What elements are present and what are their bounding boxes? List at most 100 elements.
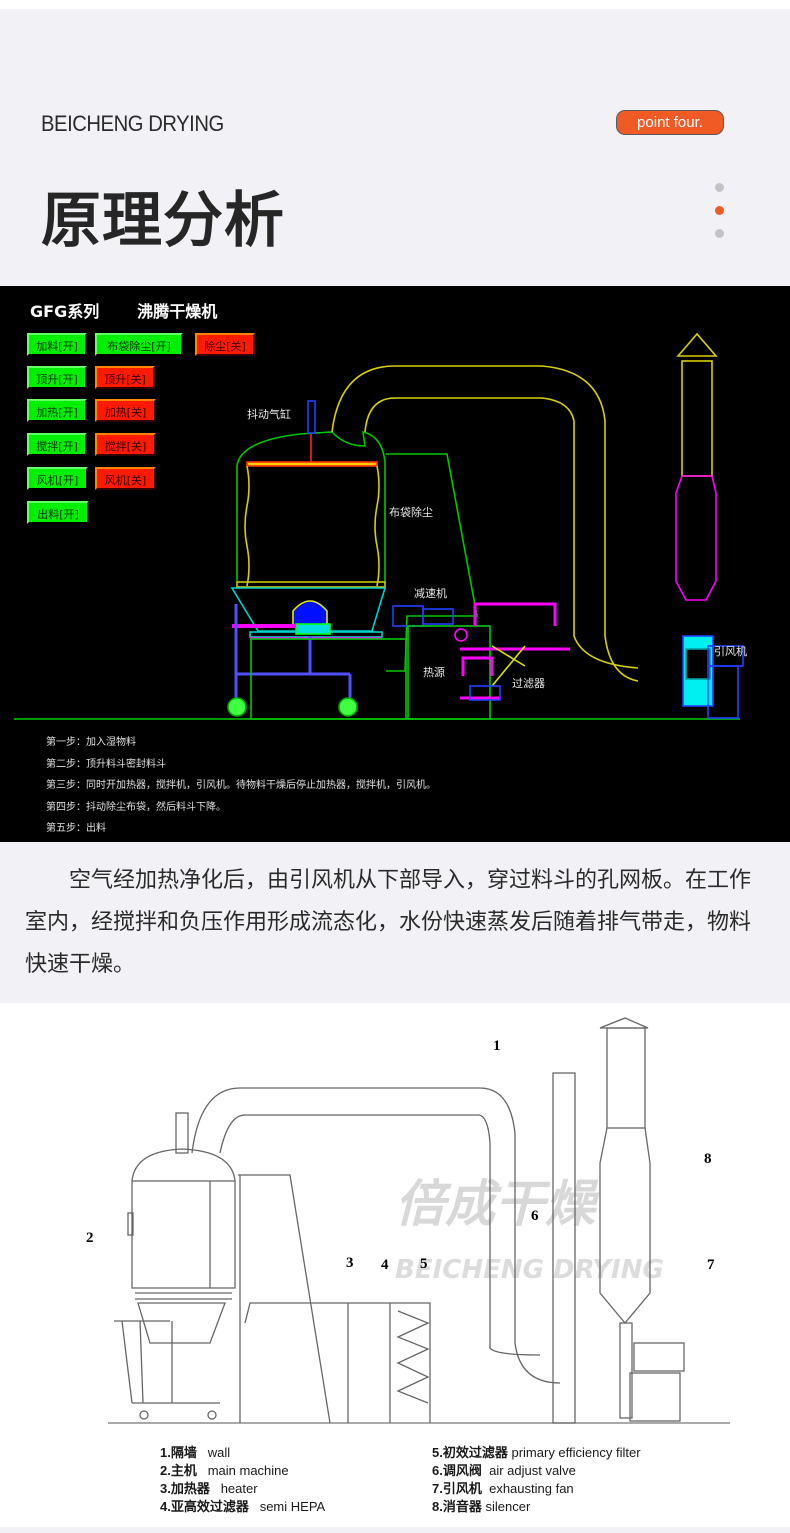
base-frame — [250, 638, 407, 720]
legend-item: 2.主机 main machine — [160, 1463, 289, 1478]
filter-cross — [491, 645, 526, 667]
installation-schematic: 倍成干燥 BEICHENG DRYING 1 2 — [0, 1003, 790, 1527]
hopper — [230, 587, 387, 632]
callout-4: 4 — [381, 1257, 389, 1273]
stir-motor — [292, 600, 328, 627]
description-section: 空气经加热净化后，由引风机从下部导入，穿过料斗的孔网板。在工作室内，经搅拌和负压… — [0, 842, 790, 1003]
label-fan: 引风机 — [714, 645, 747, 658]
trap — [469, 685, 501, 701]
stack — [681, 360, 713, 477]
callout-5: 5 — [420, 1256, 428, 1272]
step-5: 第五步：出料 — [46, 823, 106, 834]
bag-house — [386, 453, 478, 672]
pressure-gauge — [454, 628, 468, 642]
label-filter: 过滤器 — [512, 677, 545, 690]
trolley-frame — [234, 604, 352, 701]
label-reducer: 减速机 — [414, 587, 447, 600]
exhaust-fan-base — [629, 1372, 681, 1422]
installation-drawing: 倍成干燥 BEICHENG DRYING — [108, 1017, 730, 1424]
duct-inner — [364, 397, 639, 669]
callout-2: 2 — [86, 1230, 94, 1246]
fan-off-button[interactable]: 风机[关] — [95, 467, 156, 490]
filter-cross — [491, 645, 526, 687]
brand-name: BEICHENG DRYING — [41, 111, 224, 136]
label-heat-source: 热源 — [423, 666, 445, 679]
section-header: BEICHENG DRYING point four. 原理分析 — [0, 9, 790, 286]
hopper-rim — [236, 581, 386, 588]
silencer — [599, 1127, 651, 1325]
page-title: 原理分析 — [41, 186, 285, 256]
silencer-outlet — [619, 1322, 633, 1419]
legend-item: 7.引风机 exhausting fan — [432, 1481, 574, 1496]
legend-item: 6.调风阀 air adjust valve — [432, 1463, 576, 1478]
step-1: 第一步：加入湿物料 — [46, 737, 136, 748]
stir-on-button[interactable]: 搅拌[开] — [27, 433, 87, 456]
feed-on-button[interactable]: 加料[开] — [27, 333, 87, 356]
legend-item: 8.消音器 silencer — [432, 1499, 531, 1514]
legend-right: 5.初效过滤器 primary efficiency filter 6.调风阀 … — [432, 1444, 641, 1516]
callout-3: 3 — [346, 1255, 354, 1271]
legend-item: 1.隔墙 wall — [160, 1445, 231, 1460]
pager-dot[interactable] — [715, 183, 724, 192]
legend-item: 4.亚高效过滤器 semi HEPA — [160, 1499, 326, 1514]
step-3: 第三步：同时开加热器，搅拌机，引风机。待物料干燥后停止加热器，搅拌机，引风机。 — [46, 780, 436, 791]
filter-bags — [244, 465, 380, 587]
vessel-outline — [236, 430, 386, 584]
trolley — [114, 1320, 220, 1404]
callout-6: 6 — [531, 1208, 539, 1224]
series-label: GFG系列 — [30, 302, 100, 321]
duct-inner — [219, 1114, 541, 1356]
lift-on-button[interactable]: 顶升[开] — [27, 366, 87, 389]
heat-off-button[interactable]: 加热[关] — [95, 399, 156, 422]
wheel — [139, 1410, 149, 1420]
reducer-motor — [422, 608, 454, 625]
fluid-bed-dryer-schematic — [14, 332, 744, 720]
watermark-en: BEICHENG DRYING — [395, 1255, 664, 1285]
discharge-on-button[interactable]: 出料[开] — [27, 501, 89, 524]
fan-on-button[interactable]: 风机[开] — [27, 467, 88, 490]
main-machine-body — [131, 1148, 236, 1289]
trolley-wheel — [227, 697, 247, 717]
bag-dust-on-button[interactable]: 布袋除尘[开] — [95, 333, 183, 356]
label-shaker-cylinder: 抖动气缸 — [247, 408, 291, 421]
heat-source-box — [407, 625, 491, 720]
fan-window — [685, 648, 711, 680]
primary-filter-coil — [396, 1310, 430, 1404]
legend-item: 5.初效过滤器 primary efficiency filter — [432, 1445, 641, 1460]
wheel — [207, 1410, 217, 1420]
pager-dot[interactable] — [715, 229, 724, 238]
air-duct — [244, 1302, 431, 1423]
exhaust-pipe — [175, 1112, 189, 1154]
callout-7: 7 — [707, 1257, 715, 1273]
stir-gear — [295, 623, 331, 635]
label-bag-filter: 布袋除尘 — [389, 506, 433, 519]
heat-on-button[interactable]: 加热[开] — [27, 399, 87, 422]
point-badge: point four. — [616, 110, 724, 135]
watermark-cn: 倍成干燥 — [395, 1175, 600, 1233]
dust-off-button[interactable]: 除尘[关] — [195, 333, 255, 356]
casing — [238, 1174, 331, 1424]
callout-1: 1 — [493, 1038, 501, 1054]
shaker-cylinder — [307, 400, 316, 434]
legend-item: 3.加热器 heater — [160, 1481, 258, 1496]
callout-8: 8 — [704, 1151, 712, 1167]
partition-wall — [552, 1072, 576, 1424]
duct-outer — [191, 1087, 561, 1384]
sight-glass — [127, 1212, 134, 1236]
principle-description: 空气经加热净化后，由引风机从下部导入，穿过料斗的孔网板。在工作室内，经搅拌和负压… — [25, 868, 752, 977]
lift-off-button[interactable]: 顶升[关] — [95, 366, 155, 389]
pager-dot-active[interactable] — [715, 206, 724, 215]
steam-pipes — [460, 602, 570, 700]
duct-outer — [331, 365, 639, 682]
stir-off-button[interactable]: 搅拌[关] — [95, 433, 156, 456]
stack-cap — [599, 1017, 649, 1029]
fan-base — [707, 665, 739, 719]
exhaust-fan-motor — [633, 1342, 685, 1372]
trolley-wheel — [338, 697, 358, 717]
step-4: 第四步：抖动除尘布袋，然后料斗下降。 — [46, 801, 226, 813]
panel-title: GFG系列沸腾干燥机 — [30, 298, 255, 322]
stack-cap — [676, 332, 718, 357]
hopper — [135, 1292, 232, 1344]
silencer — [675, 475, 717, 601]
hmi-control-panel: GFG系列沸腾干燥机 加料[开] 布袋除尘[开] 除尘[关] 顶升[开] 顶升[… — [0, 286, 790, 842]
